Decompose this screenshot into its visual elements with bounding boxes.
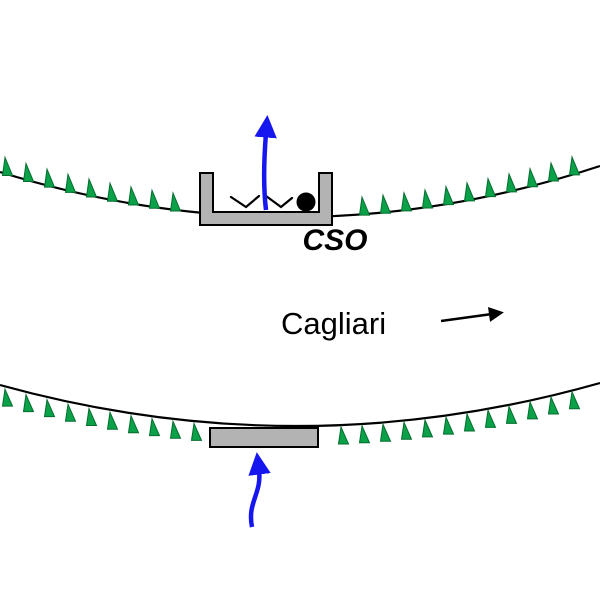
vegetation-spike [1, 387, 14, 407]
vegetation-top-bank [1, 155, 581, 216]
screen-marks [229, 194, 294, 209]
bank-line-bottom [0, 381, 600, 428]
vegetation-spike [463, 181, 476, 202]
vegetation-spike [442, 184, 455, 206]
vegetation-bottom-bank [1, 387, 581, 445]
vegetation-spike [421, 418, 434, 438]
float-ball [296, 192, 316, 212]
vegetation-spike [379, 422, 392, 442]
vegetation-spike [463, 412, 476, 432]
vegetation-spike [442, 415, 455, 435]
vegetation-spike [148, 188, 161, 209]
overflow-arrow-up-icon [254, 115, 277, 211]
inflow-arrow-up-icon [248, 452, 271, 528]
vegetation-spike [379, 193, 392, 214]
vegetation-spike [43, 397, 56, 418]
vegetation-spike [22, 161, 35, 183]
vegetation-spike [400, 190, 413, 212]
vegetation-spike [526, 166, 539, 188]
destination-label: Cagliari [281, 306, 386, 341]
vegetation-spike [22, 392, 35, 413]
vegetation-spike [64, 172, 77, 193]
cso-label: CSO [302, 224, 367, 257]
vegetation-spike [505, 404, 518, 424]
vegetation-spike [547, 161, 560, 182]
vegetation-spike [547, 395, 560, 415]
vegetation-spike [568, 155, 581, 176]
vegetation-spike [106, 181, 119, 202]
vegetation-spike [526, 400, 539, 420]
vegetation-spike [43, 167, 56, 188]
vegetation-spike [106, 410, 119, 430]
vegetation-spike [1, 155, 14, 176]
vegetation-spike [190, 421, 203, 441]
vegetation-spike [148, 416, 161, 437]
vegetation-spike [169, 419, 182, 439]
vegetation-spike [568, 390, 581, 410]
vegetation-spike [358, 195, 371, 216]
vegetation-spike [85, 177, 98, 198]
inlet-structure [209, 427, 319, 448]
cso-chamber [199, 172, 333, 226]
vegetation-spike [85, 406, 98, 427]
vegetation-spike [421, 188, 434, 209]
vegetation-spike [358, 424, 371, 444]
vegetation-spike [127, 413, 140, 434]
vegetation-spike [484, 176, 497, 198]
vegetation-spike [484, 408, 497, 428]
vegetation-spike [64, 402, 77, 422]
vegetation-spike [337, 425, 350, 445]
vegetation-spike [127, 185, 140, 206]
vegetation-spike [400, 420, 413, 440]
vegetation-spike [169, 191, 182, 212]
flow-direction-arrow-icon [440, 306, 504, 323]
vegetation-spike [505, 172, 518, 193]
